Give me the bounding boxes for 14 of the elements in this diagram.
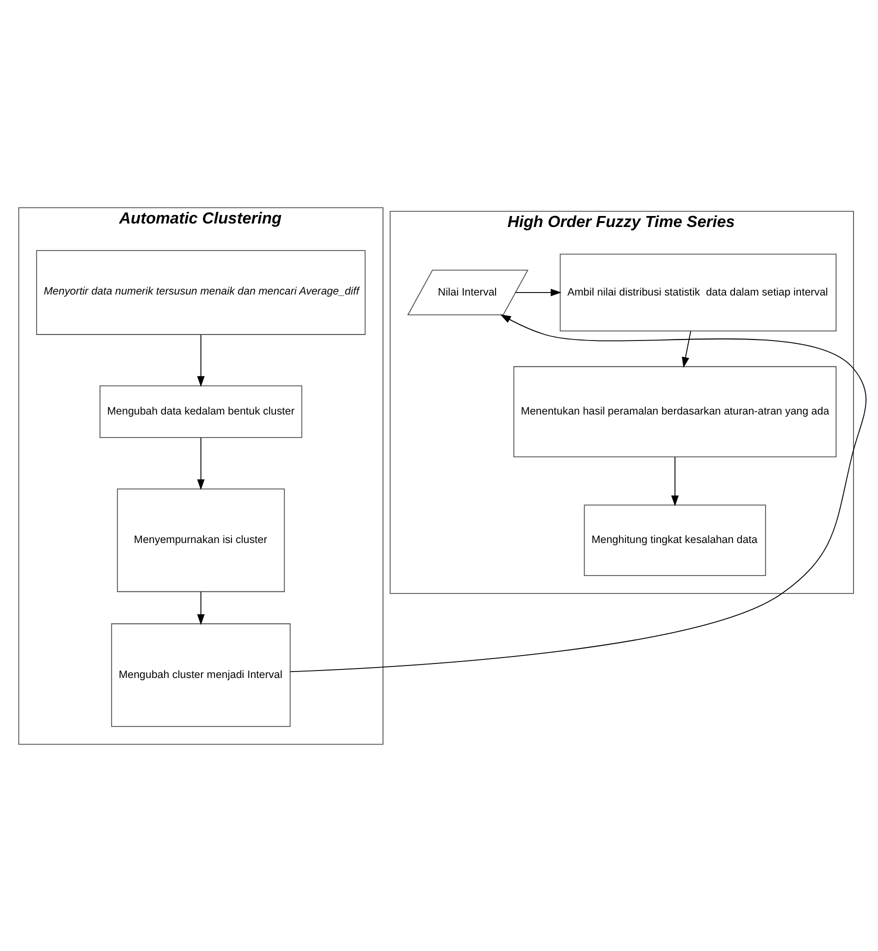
arrow [197,436,205,490]
node-box: Mengubah data kedalam bentuk cluster [100,384,302,438]
node-box: Menyempurnakan isi cluster [116,488,285,592]
node-box: Menghitung tingkat kesalahan data [584,504,766,576]
arrow [197,590,205,625]
node-box: Mengubah cluster menjadi Interval [111,622,291,726]
node-box: Menyortir data numerik tersusun menaik dan mencari Average_diff [36,250,366,334]
arrow [197,334,205,386]
arrow [671,456,679,506]
node-box: Ambil nilai distribusi statistik data dalam setiap interval [560,253,837,331]
arrow [682,330,692,368]
arrow [290,314,866,672]
node-box: Menentukan hasil peramalan berdasarkan aturan-atran yang ada [513,366,837,457]
arrow [515,288,562,296]
